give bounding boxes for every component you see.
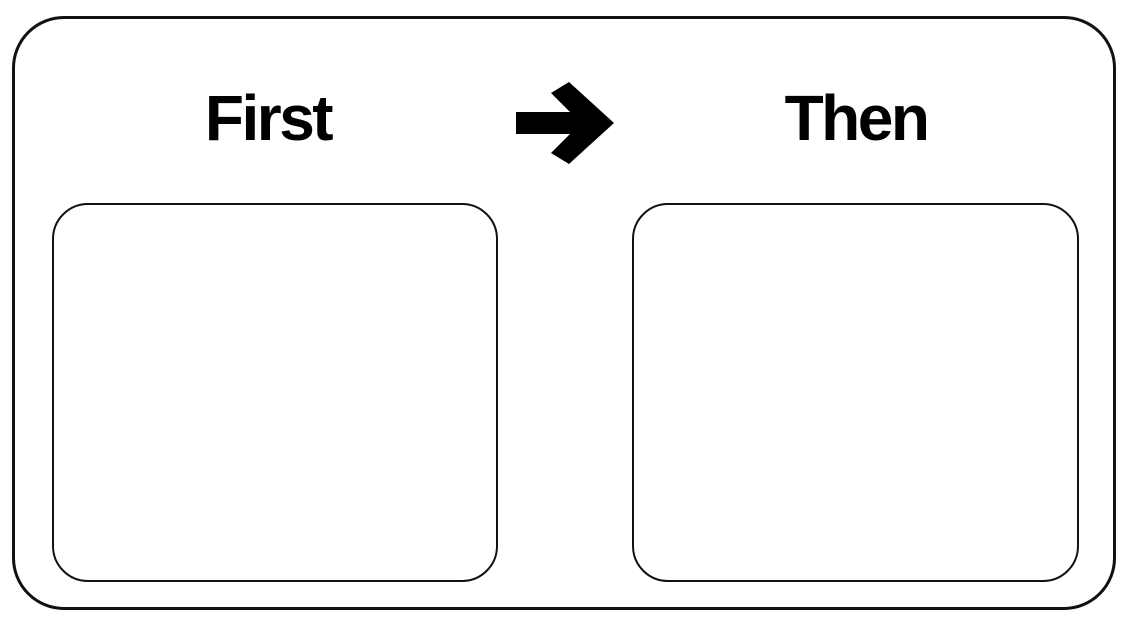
right-arrow-icon [516,82,614,164]
first-box[interactable] [52,203,498,582]
first-heading: First [204,82,334,154]
then-heading: Then [784,82,930,154]
then-box[interactable] [632,203,1079,582]
